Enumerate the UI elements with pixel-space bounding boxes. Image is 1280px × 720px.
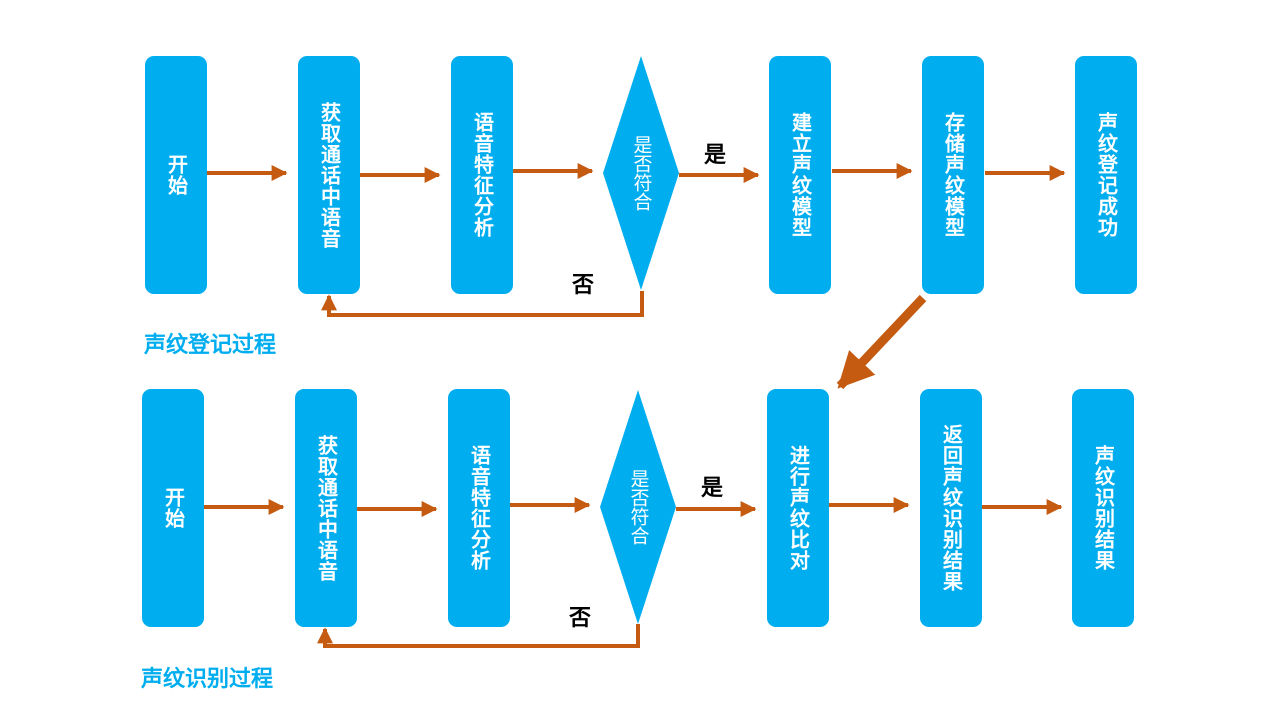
node-decision-2-label: 是否符合	[627, 469, 650, 545]
node-decision-1: 是否符合	[603, 56, 679, 290]
decision-diamond-shape-2	[600, 390, 676, 624]
node-compare-voiceprint-label: 进行声纹比对	[786, 445, 811, 571]
no-label-1: 否	[572, 273, 595, 298]
node-start-2-label: 开始	[161, 487, 186, 529]
node-acquire-voice-1: 获取通话中语音	[298, 56, 360, 294]
node-start-1: 开始	[145, 56, 207, 294]
yes-label-1: 是	[704, 143, 727, 168]
node-return-result-label: 返回声纹识别结果	[939, 424, 964, 592]
node-feature-analysis-1-label: 语音特征分析	[470, 112, 495, 238]
section-title-recognition: 声纹识别过程	[141, 667, 274, 692]
node-store-model: 存储声纹模型	[922, 56, 984, 294]
node-acquire-voice-2: 获取通话中语音	[295, 389, 357, 627]
node-acquire-voice-2-label: 获取通话中语音	[314, 434, 339, 582]
node-compare-voiceprint: 进行声纹比对	[767, 389, 829, 627]
arrow-no-loop-1	[321, 291, 644, 317]
node-feature-analysis-2: 语音特征分析	[448, 389, 510, 627]
node-feature-analysis-1: 语音特征分析	[451, 56, 513, 294]
node-acquire-voice-1-label: 获取通话中语音	[317, 101, 342, 249]
node-return-result: 返回声纹识别结果	[920, 389, 982, 627]
yes-label-2: 是	[701, 476, 724, 501]
decision-diamond-shape-1	[603, 56, 679, 290]
node-recognition-result: 声纹识别结果	[1072, 389, 1134, 627]
node-feature-analysis-2-label: 语音特征分析	[467, 445, 492, 571]
node-build-model: 建立声纹模型	[769, 56, 831, 294]
node-store-model-label: 存储声纹模型	[941, 112, 966, 238]
node-decision-2: 是否符合	[600, 390, 676, 624]
node-decision-1-label: 是否符合	[630, 135, 653, 211]
node-start-2: 开始	[142, 389, 204, 627]
node-recognition-result-label: 声纹识别结果	[1091, 445, 1116, 571]
node-register-success-label: 声纹登记成功	[1094, 112, 1119, 238]
node-register-success: 声纹登记成功	[1075, 56, 1137, 294]
arrow-store-to-compare	[836, 294, 927, 390]
arrow-no-loop-2	[317, 624, 640, 648]
section-title-registration: 声纹登记过程	[144, 333, 277, 358]
node-build-model-label: 建立声纹模型	[788, 112, 813, 238]
node-start-1-label: 开始	[164, 154, 189, 196]
no-label-2: 否	[569, 606, 592, 631]
